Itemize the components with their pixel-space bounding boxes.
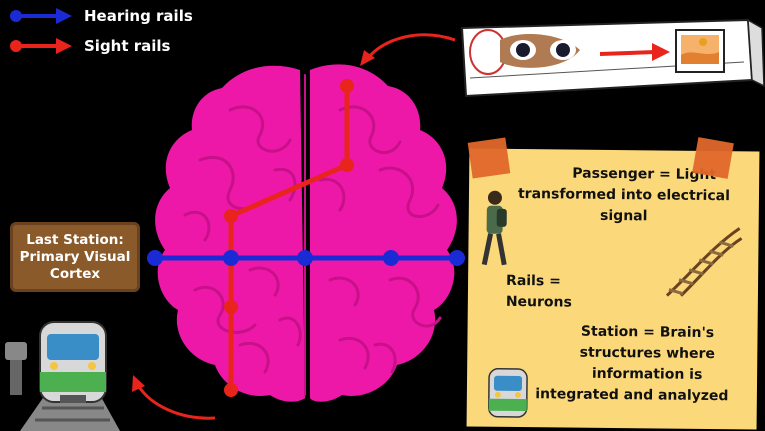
brain-right-hemisphere (310, 64, 457, 402)
red-arrow-icon (599, 43, 670, 61)
hearing-station (383, 250, 399, 266)
brain-folds (183, 74, 442, 396)
eye-panel (460, 18, 765, 98)
note-line-6: structures where (579, 344, 716, 363)
hearing-station (449, 250, 465, 266)
red-arrow-icon (10, 38, 72, 54)
signal-lamp-icon (5, 342, 27, 360)
legend-sight-label: Sight rails (84, 37, 171, 55)
curved-arrow-icon (132, 375, 216, 420)
sticky-note: Passenger = Light transformed into elect… (466, 148, 760, 430)
sight-rails (224, 79, 354, 397)
walking-person-icon (481, 190, 507, 266)
note-line-2: transformed into electrical (517, 186, 731, 205)
legend-hearing: Hearing rails (8, 6, 193, 26)
curved-arrow-icon (360, 33, 456, 66)
hearing-station (223, 250, 239, 266)
train-scene (5, 321, 120, 431)
note-line-3: signal (599, 207, 648, 225)
sight-station (340, 158, 354, 172)
sight-station (224, 300, 238, 314)
hearing-station (147, 250, 163, 266)
train-icon (39, 321, 107, 403)
railway-track-icon (665, 227, 743, 297)
hearing-rails (147, 250, 465, 266)
sight-station (224, 383, 238, 397)
tape-left (467, 137, 511, 179)
train-icon (487, 368, 528, 418)
sign-line-3: Cortex (49, 265, 101, 282)
note-line-7: information is (591, 365, 703, 383)
legend-hearing-label: Hearing rails (84, 7, 193, 25)
landscape-picture-icon (675, 29, 725, 73)
note-line-8: integrated and analyzed (535, 386, 729, 405)
sign-line-2: Primary Visual (19, 248, 131, 265)
hearing-station (297, 250, 313, 266)
sign-line-1: Last Station: (26, 231, 124, 248)
last-station-sign: Last Station: Primary Visual Cortex (10, 222, 140, 292)
legend-sight: Sight rails (8, 36, 170, 56)
note-line-5: Station = Brain's (580, 323, 715, 342)
brain-icon (155, 64, 457, 402)
blue-arrow-icon (10, 8, 72, 24)
eyes-icon (469, 29, 580, 75)
tape-right (692, 137, 734, 179)
sight-station (224, 209, 238, 223)
railway-track-icon (20, 395, 120, 431)
note-line-4: Rails = Neurons (505, 272, 572, 311)
sight-station (340, 79, 354, 93)
